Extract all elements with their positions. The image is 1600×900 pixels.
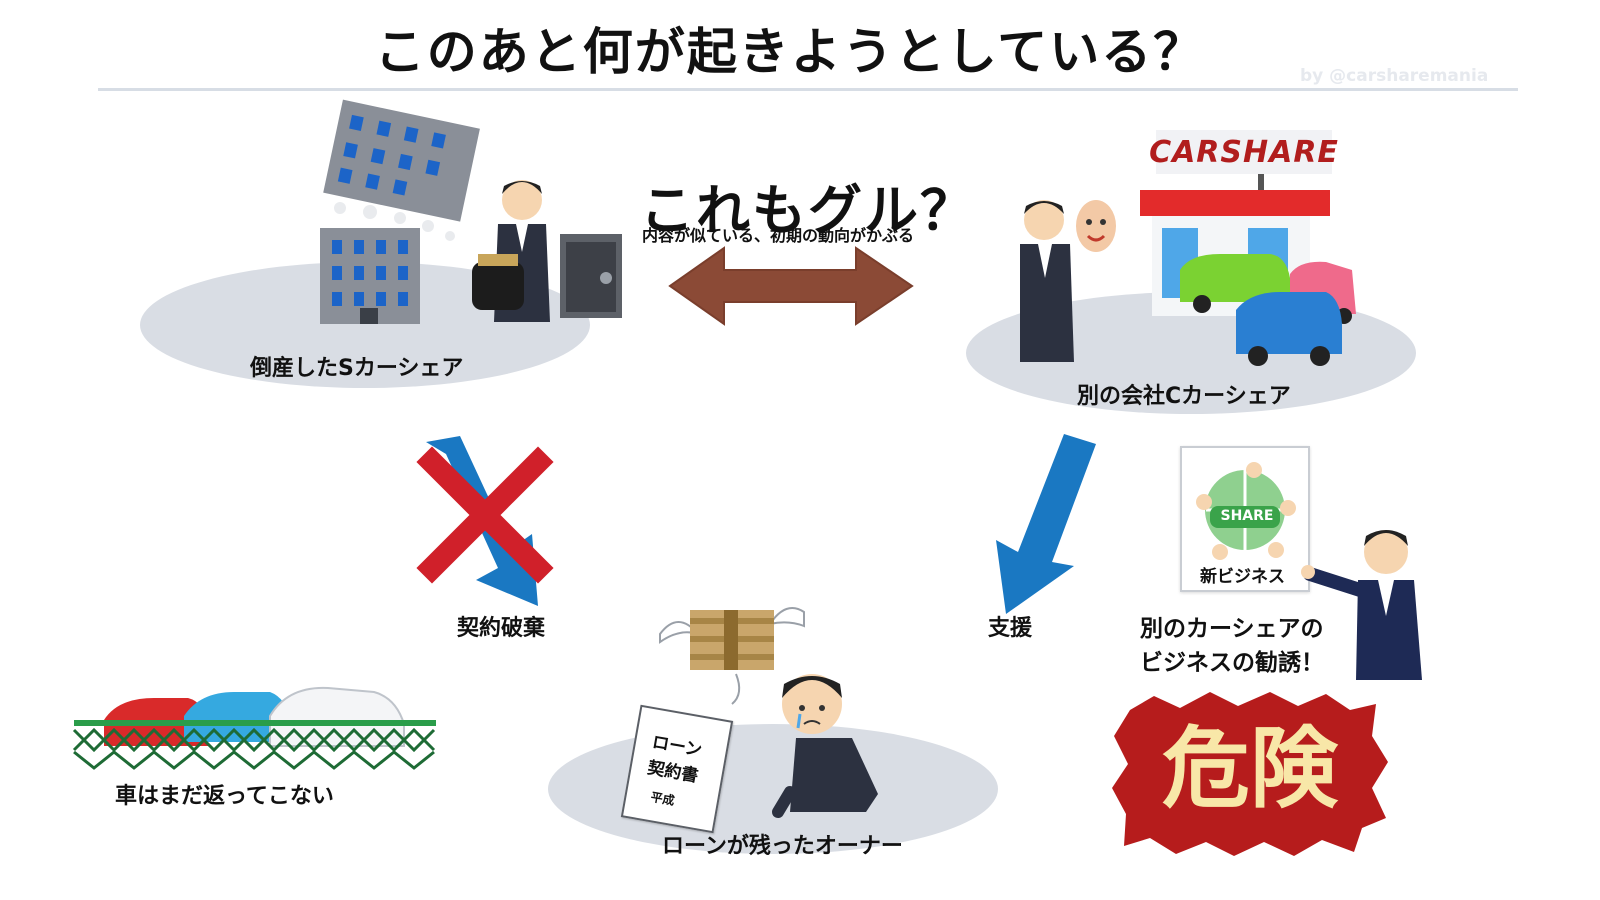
salesman-pointing-icon <box>1301 530 1422 680</box>
title-divider <box>98 88 1518 91</box>
collusion-heading: これもグル？ <box>640 179 976 242</box>
bankrupt-company-label: 倒産したSカーシェア <box>250 356 464 381</box>
cars-not-returned-label: 車はまだ返ってこない <box>115 784 334 809</box>
credit: by @carsharemania <box>1300 66 1489 86</box>
distressed-owner-icon <box>772 674 878 818</box>
businessman-with-cash-bag-icon <box>472 180 622 322</box>
carshare-station-icon <box>1140 174 1356 366</box>
pitch-line-1: 別のカーシェアの <box>1140 616 1324 642</box>
contract-cancel-label: 契約破棄 <box>457 616 546 641</box>
loan-contract-document: ローン 契約書 平成 <box>620 704 734 834</box>
page-title: このあと何が起きようとしている？ <box>374 23 1206 81</box>
new-business-caption: 新ビジネス <box>1200 567 1285 587</box>
collapsing-building-icon <box>320 99 480 324</box>
owner-with-loan-label: ローンが残ったオーナー <box>662 834 903 859</box>
new-business-poster: SHARE 新ビジネス <box>1180 446 1310 592</box>
share-map-icon <box>1196 462 1296 560</box>
other-company-label: 別の会社Cカーシェア <box>1077 384 1291 409</box>
owner-ellipse <box>548 724 998 854</box>
pitch-line-2: ビジネスの勧誘！ <box>1140 650 1324 676</box>
cars-behind-fence-icon <box>72 686 436 770</box>
red-cross-icon <box>416 446 554 584</box>
collusion-subtext: 内容が似ている、初期の動向がかぶる <box>642 226 915 245</box>
flying-money-icon <box>659 607 805 705</box>
double-arrow-icon <box>668 246 914 326</box>
share-badge: SHARE <box>1220 508 1274 524</box>
support-label: 支援 <box>988 616 1033 641</box>
danger-badge-icon <box>1112 692 1388 856</box>
businessman-with-mask-icon <box>1020 200 1116 362</box>
pitch-text: 別のカーシェアの ビジネスの勧誘！ <box>1140 612 1324 680</box>
carshare-sign: CARSHARE <box>1149 130 1338 174</box>
loan-contract-line-3: 平成 <box>649 789 676 808</box>
blue-arrow-down-left-icon <box>996 434 1096 614</box>
danger-text: 危険 <box>1161 717 1338 820</box>
